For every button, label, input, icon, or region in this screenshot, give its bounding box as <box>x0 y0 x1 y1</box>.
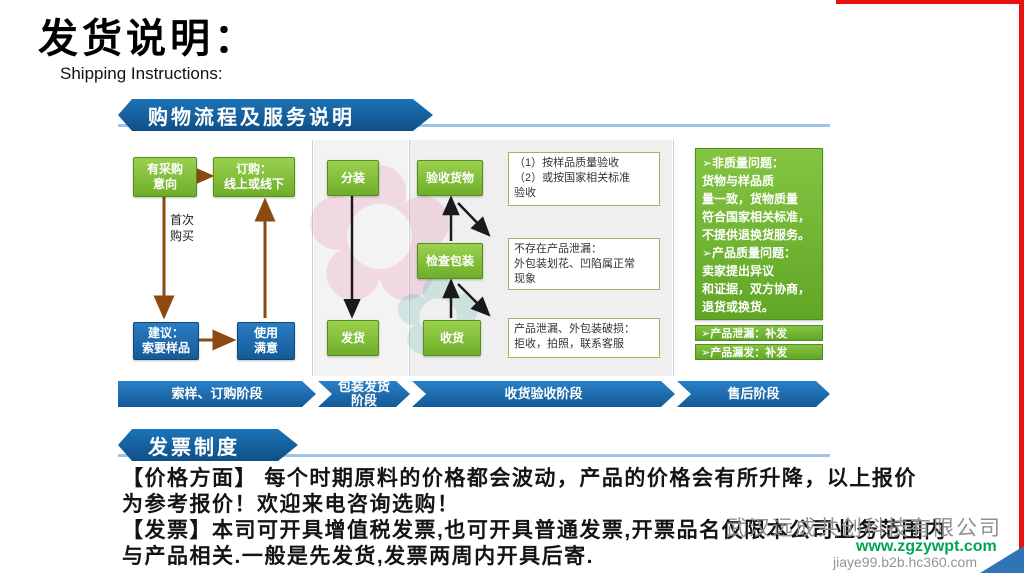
flow-box-inspect: 验收货物 <box>417 160 483 196</box>
flow-divider-3 <box>673 140 674 376</box>
flow-arrows-svg <box>153 165 491 351</box>
invoice-body-text: 【价格方面】 每个时期原料的价格都会波动，产品的价格会有所升降，以上报价 为参考… <box>122 467 947 569</box>
reissue-leak: ➢产品泄漏：补发 <box>695 325 823 341</box>
flow-box-order: 订购： 线上或线下 <box>213 157 295 197</box>
flow-label-first-buy: 首次 购买 <box>170 213 195 243</box>
flow-box-satisfied: 使用 满意 <box>237 322 295 360</box>
watermark-shop-link: jiaye99.b2b.hc360.com <box>833 554 977 570</box>
flow-box-intent: 有采购 意向 <box>133 157 197 197</box>
page-title: 发货说明： <box>38 15 258 62</box>
red-border-right <box>1019 0 1024 573</box>
invoice-banner-underline <box>118 454 830 457</box>
reissue-missing: ➢产品漏发：补发 <box>695 344 823 360</box>
flow-box-pack: 分装 <box>327 160 379 196</box>
invoice-banner: 发票制度 <box>118 429 298 461</box>
stage-pack-ship: 包装发货 阶段 <box>318 381 410 407</box>
stage-receive-inspect: 收货验收阶段 <box>412 381 675 407</box>
red-border-top <box>836 0 1024 4</box>
flow-box-suggest: 建议： 索要样品 <box>133 322 199 360</box>
flow-box-check: 检查包装 <box>417 243 483 279</box>
process-banner: 购物流程及服务说明 <box>118 99 433 131</box>
policy-panel: ➢非质量问题： 货物与样品质 量一致，货物质量 符合国家相关标准， 不提供退换货… <box>695 148 823 320</box>
flow-box-receive: 收货 <box>423 320 481 356</box>
flow-box-ship: 发货 <box>327 320 379 356</box>
flow-divider-1 <box>312 140 313 376</box>
watermark-company: 武汉远成共创科技有限公司 <box>726 517 1002 540</box>
stage-after-sale: 售后阶段 <box>677 381 830 407</box>
note-inspect: （1）按样品质量验收 （2）或按国家相关标准 验收 <box>508 152 660 206</box>
process-banner-underline <box>118 124 830 127</box>
stage-order: 索样、订购阶段 <box>118 381 316 407</box>
watermark-site-link: www.zgzywpt.com <box>856 538 997 555</box>
page-subtitle: Shipping Instructions: <box>60 64 223 83</box>
note-receive: 产品泄漏、外包装破损： 拒收，拍照，联系客服 <box>508 318 660 358</box>
flow-divider-2 <box>409 140 410 376</box>
note-check: 不存在产品泄漏： 外包装划花、凹陷属正常 现象 <box>508 238 660 290</box>
